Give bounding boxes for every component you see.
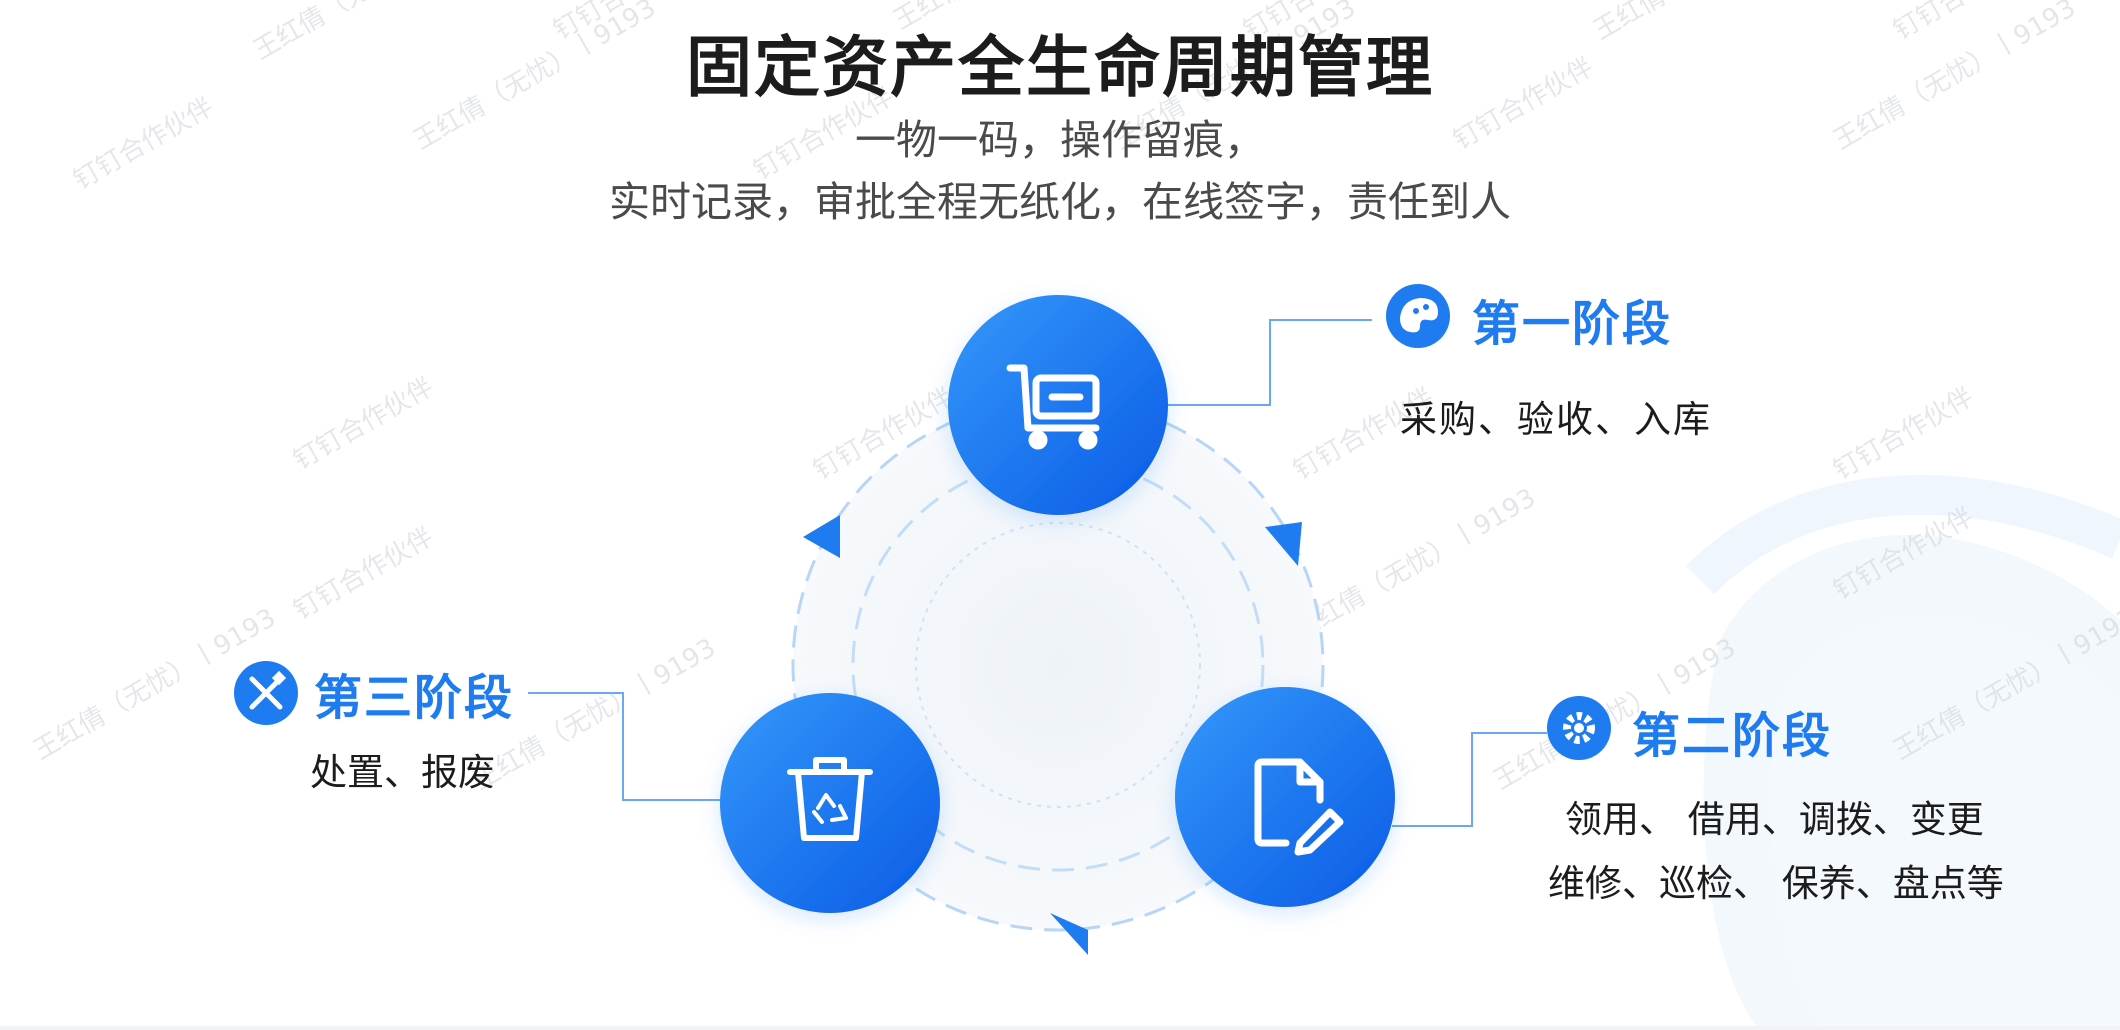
stage-3-badge	[234, 661, 298, 725]
stage-2-badge	[1547, 696, 1611, 760]
recycle-bin-icon	[787, 757, 873, 841]
connector-stage-3	[528, 692, 725, 801]
page-title: 固定资产全生命周期管理	[686, 29, 1434, 106]
document-edit-icon	[1254, 758, 1344, 856]
connector-stage-1	[1165, 319, 1372, 406]
stage-1-title: 第一阶段	[1472, 296, 1673, 352]
connector-stage-2	[1392, 732, 1547, 827]
stage-3-title: 第三阶段	[314, 670, 515, 726]
stage-2-title: 第二阶段	[1632, 708, 1833, 764]
stage-2-circle	[1175, 687, 1395, 907]
subtitle-line-1: 一物一码，操作留痕，	[855, 116, 1265, 164]
stage-1-description: 采购、验收、入库	[1400, 398, 1712, 441]
subtitle-line-2: 实时记录，审批全程无纸化，在线签字，责任到人	[609, 178, 1511, 226]
flow-arrow-left	[803, 515, 840, 558]
stage-2-description-line-1: 领用、 借用、调拨、变更	[1565, 798, 1984, 841]
bottom-divider	[0, 1026, 2120, 1030]
shopping-cart-icon	[1006, 364, 1100, 450]
stage-1-badge	[1386, 284, 1450, 348]
stage-2-description-line-2: 维修、巡检、 保养、盘点等	[1548, 862, 2004, 905]
stage-3-description: 处置、报废	[310, 751, 495, 794]
flow-arrow-right	[1265, 522, 1302, 566]
outer-dashed-ring	[791, 398, 1325, 932]
flow-arrow-bottom	[1050, 913, 1088, 955]
stage-1-circle	[948, 295, 1168, 515]
inner-dotted-ring	[915, 522, 1201, 808]
